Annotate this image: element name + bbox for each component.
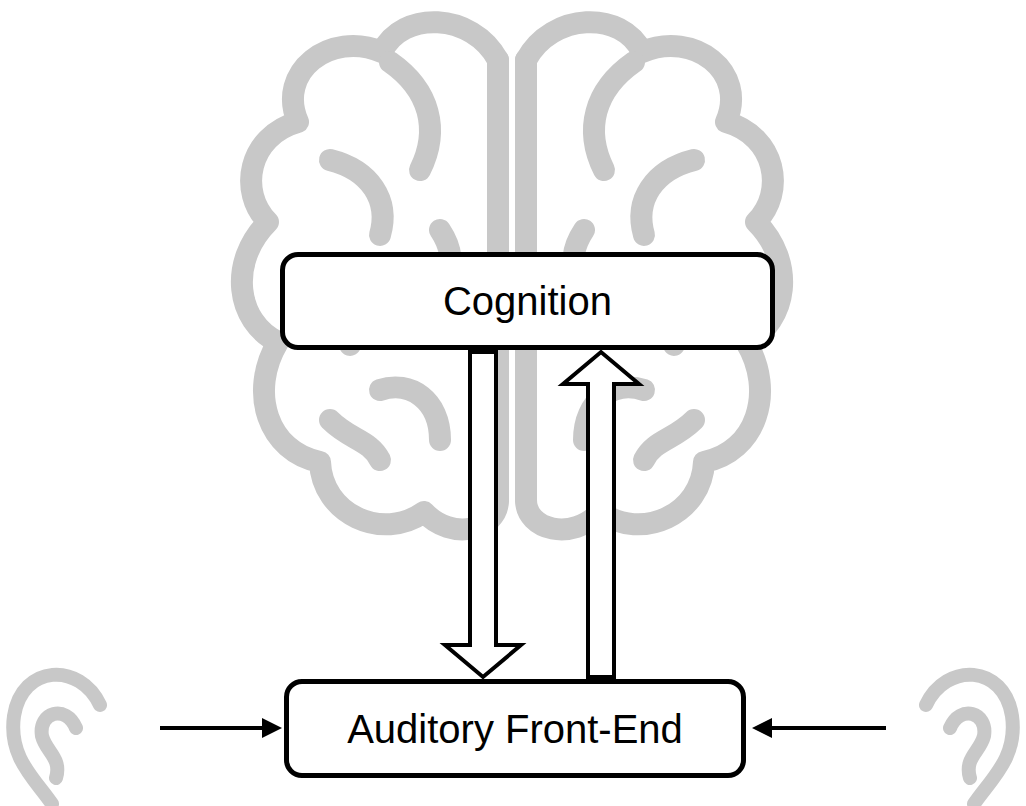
input-arrow-line — [766, 726, 886, 730]
block-arrow — [445, 352, 521, 677]
input-arrow-head — [752, 718, 772, 738]
left-ear — [13, 675, 100, 804]
cognition-box: Cognition — [280, 252, 775, 350]
box-label: Auditory Front-End — [347, 707, 683, 751]
right-ear — [926, 675, 1013, 804]
input-arrow-head — [262, 718, 282, 738]
brain-illustration — [242, 22, 782, 529]
input-arrow-line — [160, 726, 268, 730]
ear-illustrations — [13, 675, 1013, 804]
box-label: Cognition — [443, 279, 612, 323]
block-arrow — [563, 352, 639, 677]
front-end-box: Auditory Front-End — [284, 679, 746, 778]
